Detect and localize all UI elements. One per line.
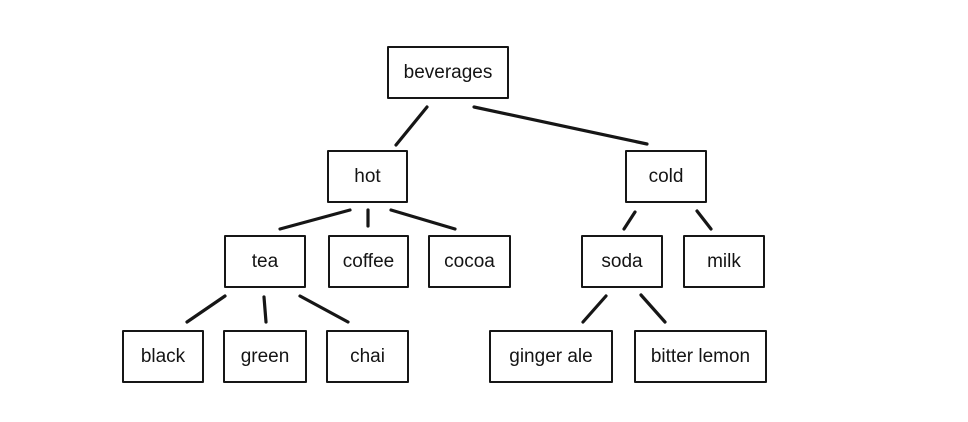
edge-beverages-cold [472,105,649,146]
edge-hot-tea [278,208,352,231]
edge-tea-black [185,294,227,324]
node-soda: soda [581,235,663,288]
edge-tea-green [262,295,268,324]
node-bitter-lemon: bitter lemon [634,330,767,383]
node-beverages: beverages [387,46,509,99]
node-cocoa: cocoa [428,235,511,288]
node-hot: hot [327,150,408,203]
node-ginger-ale: ginger ale [489,330,613,383]
node-milk: milk [683,235,765,288]
edge-tea-chai [298,294,350,324]
edge-cold-soda [622,210,637,231]
node-cold: cold [625,150,707,203]
node-tea: tea [224,235,306,288]
edge-beverages-hot [394,105,429,147]
edge-cold-milk [695,209,713,231]
edge-hot-cocoa [389,208,457,231]
edge-soda-ginger-ale [581,294,608,324]
edge-soda-bitter-lemon [639,293,667,324]
node-chai: chai [326,330,409,383]
node-coffee: coffee [328,235,409,288]
node-black: black [122,330,204,383]
node-green: green [223,330,307,383]
